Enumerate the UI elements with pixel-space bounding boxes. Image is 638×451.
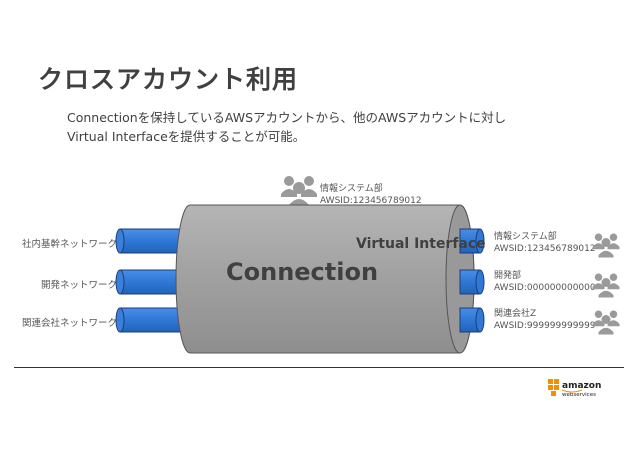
left-network-label: 開発ネットワーク	[40, 280, 117, 291]
right-account-label: 情報システム部 AWSID:123456789012	[494, 231, 596, 255]
right-account-id: AWSID:999999999999	[494, 321, 596, 331]
logo-word-amazon: amazon	[562, 381, 601, 391]
right-pipe-1	[459, 228, 485, 254]
owner-id: AWSID:123456789012	[320, 196, 422, 206]
aws-logo: amazon webservices	[548, 379, 601, 398]
connection-label: Connection	[226, 258, 379, 286]
description-line-1: Connectionを保持しているAWSアカウントから、他のAWSアカウントに対…	[67, 110, 507, 125]
owner-name: 情報システム部	[320, 184, 383, 194]
description-line-2: Virtual Interfaceを提供することが可能。	[67, 129, 306, 144]
right-pipe-2	[459, 269, 485, 295]
logo-word-webservices: webservices	[562, 392, 596, 398]
left-network-label: 関連会社ネットワーク	[21, 318, 117, 329]
right-account-id: AWSID:000000000000	[494, 283, 596, 293]
divider	[14, 367, 624, 368]
left-network-label: 社内基幹ネットワーク	[21, 239, 117, 250]
right-account-id: AWSID:123456789012	[494, 244, 596, 254]
right-account-name: 情報システム部	[494, 232, 557, 242]
users-icon	[592, 273, 620, 298]
right-account-label: 開発部 AWSID:000000000000	[494, 270, 596, 294]
owner-account-label: 情報システム部 AWSID:123456789012	[320, 183, 422, 207]
right-account-label: 関連会社Z AWSID:999999999999	[494, 308, 596, 332]
slide-title: クロスアカウント利用	[38, 65, 299, 94]
virtual-interface-label: Virtual Interface	[356, 236, 486, 252]
right-account-name: 開発部	[494, 271, 522, 281]
users-icon	[592, 233, 620, 258]
right-account-name: 関連会社Z	[494, 309, 537, 319]
description: Connectionを保持しているAWSアカウントから、他のAWSアカウントに対…	[67, 108, 506, 146]
right-pipe-3	[459, 307, 485, 333]
users-icon	[592, 310, 620, 335]
connection-diagram	[115, 204, 485, 354]
